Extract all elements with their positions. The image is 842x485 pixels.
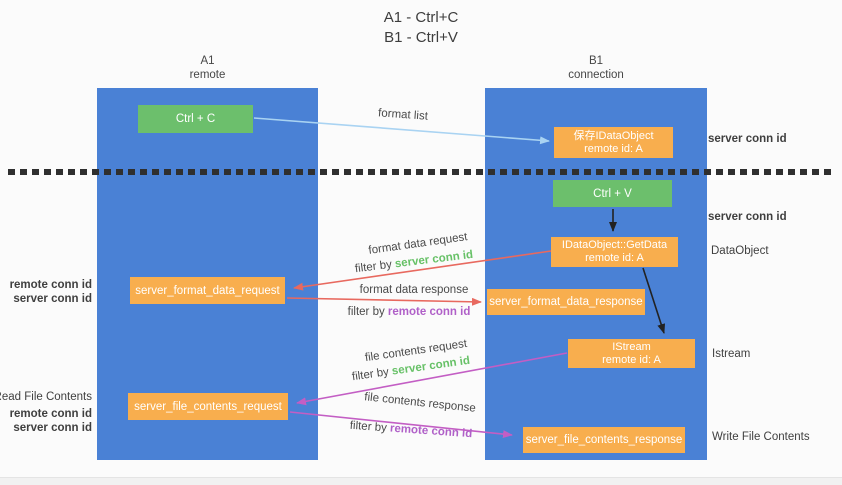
filter-by-prefix: filter by: [347, 306, 388, 318]
remote-conn-id-annotation-bottom-left: remote conn id: [9, 408, 92, 420]
filter-by-prefix: filter by: [349, 419, 391, 435]
column-a1-role: remote: [189, 69, 226, 81]
istream-line2: remote id: A: [602, 353, 661, 366]
server-file-contents-request-label: server_file_contents_request: [134, 400, 282, 413]
diagram-title: A1 - Ctrl+C B1 - Ctrl+V: [0, 8, 842, 48]
getdata-line2: remote id: A: [585, 252, 644, 264]
server-file-contents-response-box: server_file_contents_response: [523, 427, 685, 453]
filter-by-prefix: filter by: [351, 365, 393, 384]
ctrl-v-label: Ctrl + V: [593, 187, 632, 200]
server-conn-id-annotation-top-left: server conn id: [13, 293, 92, 305]
column-a1-name: A1: [200, 55, 215, 67]
server-format-data-response-label: server_format_data_response: [489, 296, 643, 308]
format-data-response-filter: filter by remote conn id: [348, 306, 471, 318]
filter-by-remote-conn-id: remote conn id: [389, 422, 473, 441]
server-conn-id-annotation-bottom-left: server conn id: [13, 422, 92, 434]
file-contents-response-label: file contents response: [363, 391, 477, 415]
server-format-data-response-box: server_format_data_response: [487, 289, 645, 315]
column-header-b1: B1 connection: [485, 54, 707, 84]
format-list-label: format list: [377, 107, 429, 123]
title-line-1: A1 - Ctrl+C: [383, 9, 459, 26]
session-divider-dotted-line: [8, 169, 836, 175]
server-file-contents-request-box: server_file_contents_request: [128, 393, 288, 420]
remote-conn-id-annotation-top-left: remote conn id: [9, 279, 92, 291]
istream-annotation: Istream: [712, 348, 751, 360]
filter-by-remote-conn-id: remote conn id: [387, 306, 471, 318]
filter-by-prefix: filter by: [354, 258, 396, 276]
idataobject-getdata-box: IDataObject::GetData remote id: A: [551, 237, 678, 267]
ctrl-v-box: Ctrl + V: [553, 180, 672, 207]
window-bottom-edge: [0, 477, 842, 485]
format-data-response-label: format data response: [359, 284, 469, 296]
server-conn-id-annotation-top-right: server conn id: [708, 133, 787, 145]
dataobject-annotation: DataObject: [711, 245, 769, 257]
filter-by-server-conn-id: server conn id: [394, 248, 474, 271]
write-file-contents-annotation: Write File Contents: [712, 431, 810, 443]
ctrl-c-box: Ctrl + C: [138, 105, 253, 133]
istream-line1: IStream: [612, 340, 651, 353]
column-b1-role: connection: [568, 69, 624, 81]
server-file-contents-response-label: server_file_contents_response: [525, 434, 683, 446]
save-idataobject-line2: remote id: A: [584, 142, 643, 155]
column-b1-name: B1: [588, 55, 604, 67]
ctrl-c-label: Ctrl + C: [175, 113, 216, 125]
server-conn-id-annotation-mid-right: server conn id: [708, 211, 787, 223]
server-format-data-request-label: server_format_data_request: [135, 284, 280, 297]
save-idataobject-line1: 保存IDataObject: [573, 129, 654, 142]
title-line-2: B1 - Ctrl+V: [384, 29, 458, 46]
getdata-line1: IDataObject::GetData: [561, 239, 668, 251]
read-file-contents-annotation: Read File Contents: [0, 391, 92, 403]
server-format-data-request-box: server_format_data_request: [130, 277, 285, 304]
save-idataobject-box: 保存IDataObject remote id: A: [554, 127, 673, 158]
column-header-a1: A1 remote: [97, 54, 318, 84]
istream-box: IStream remote id: A: [568, 339, 695, 368]
file-contents-response-filter: filter by remote conn id: [349, 420, 472, 441]
